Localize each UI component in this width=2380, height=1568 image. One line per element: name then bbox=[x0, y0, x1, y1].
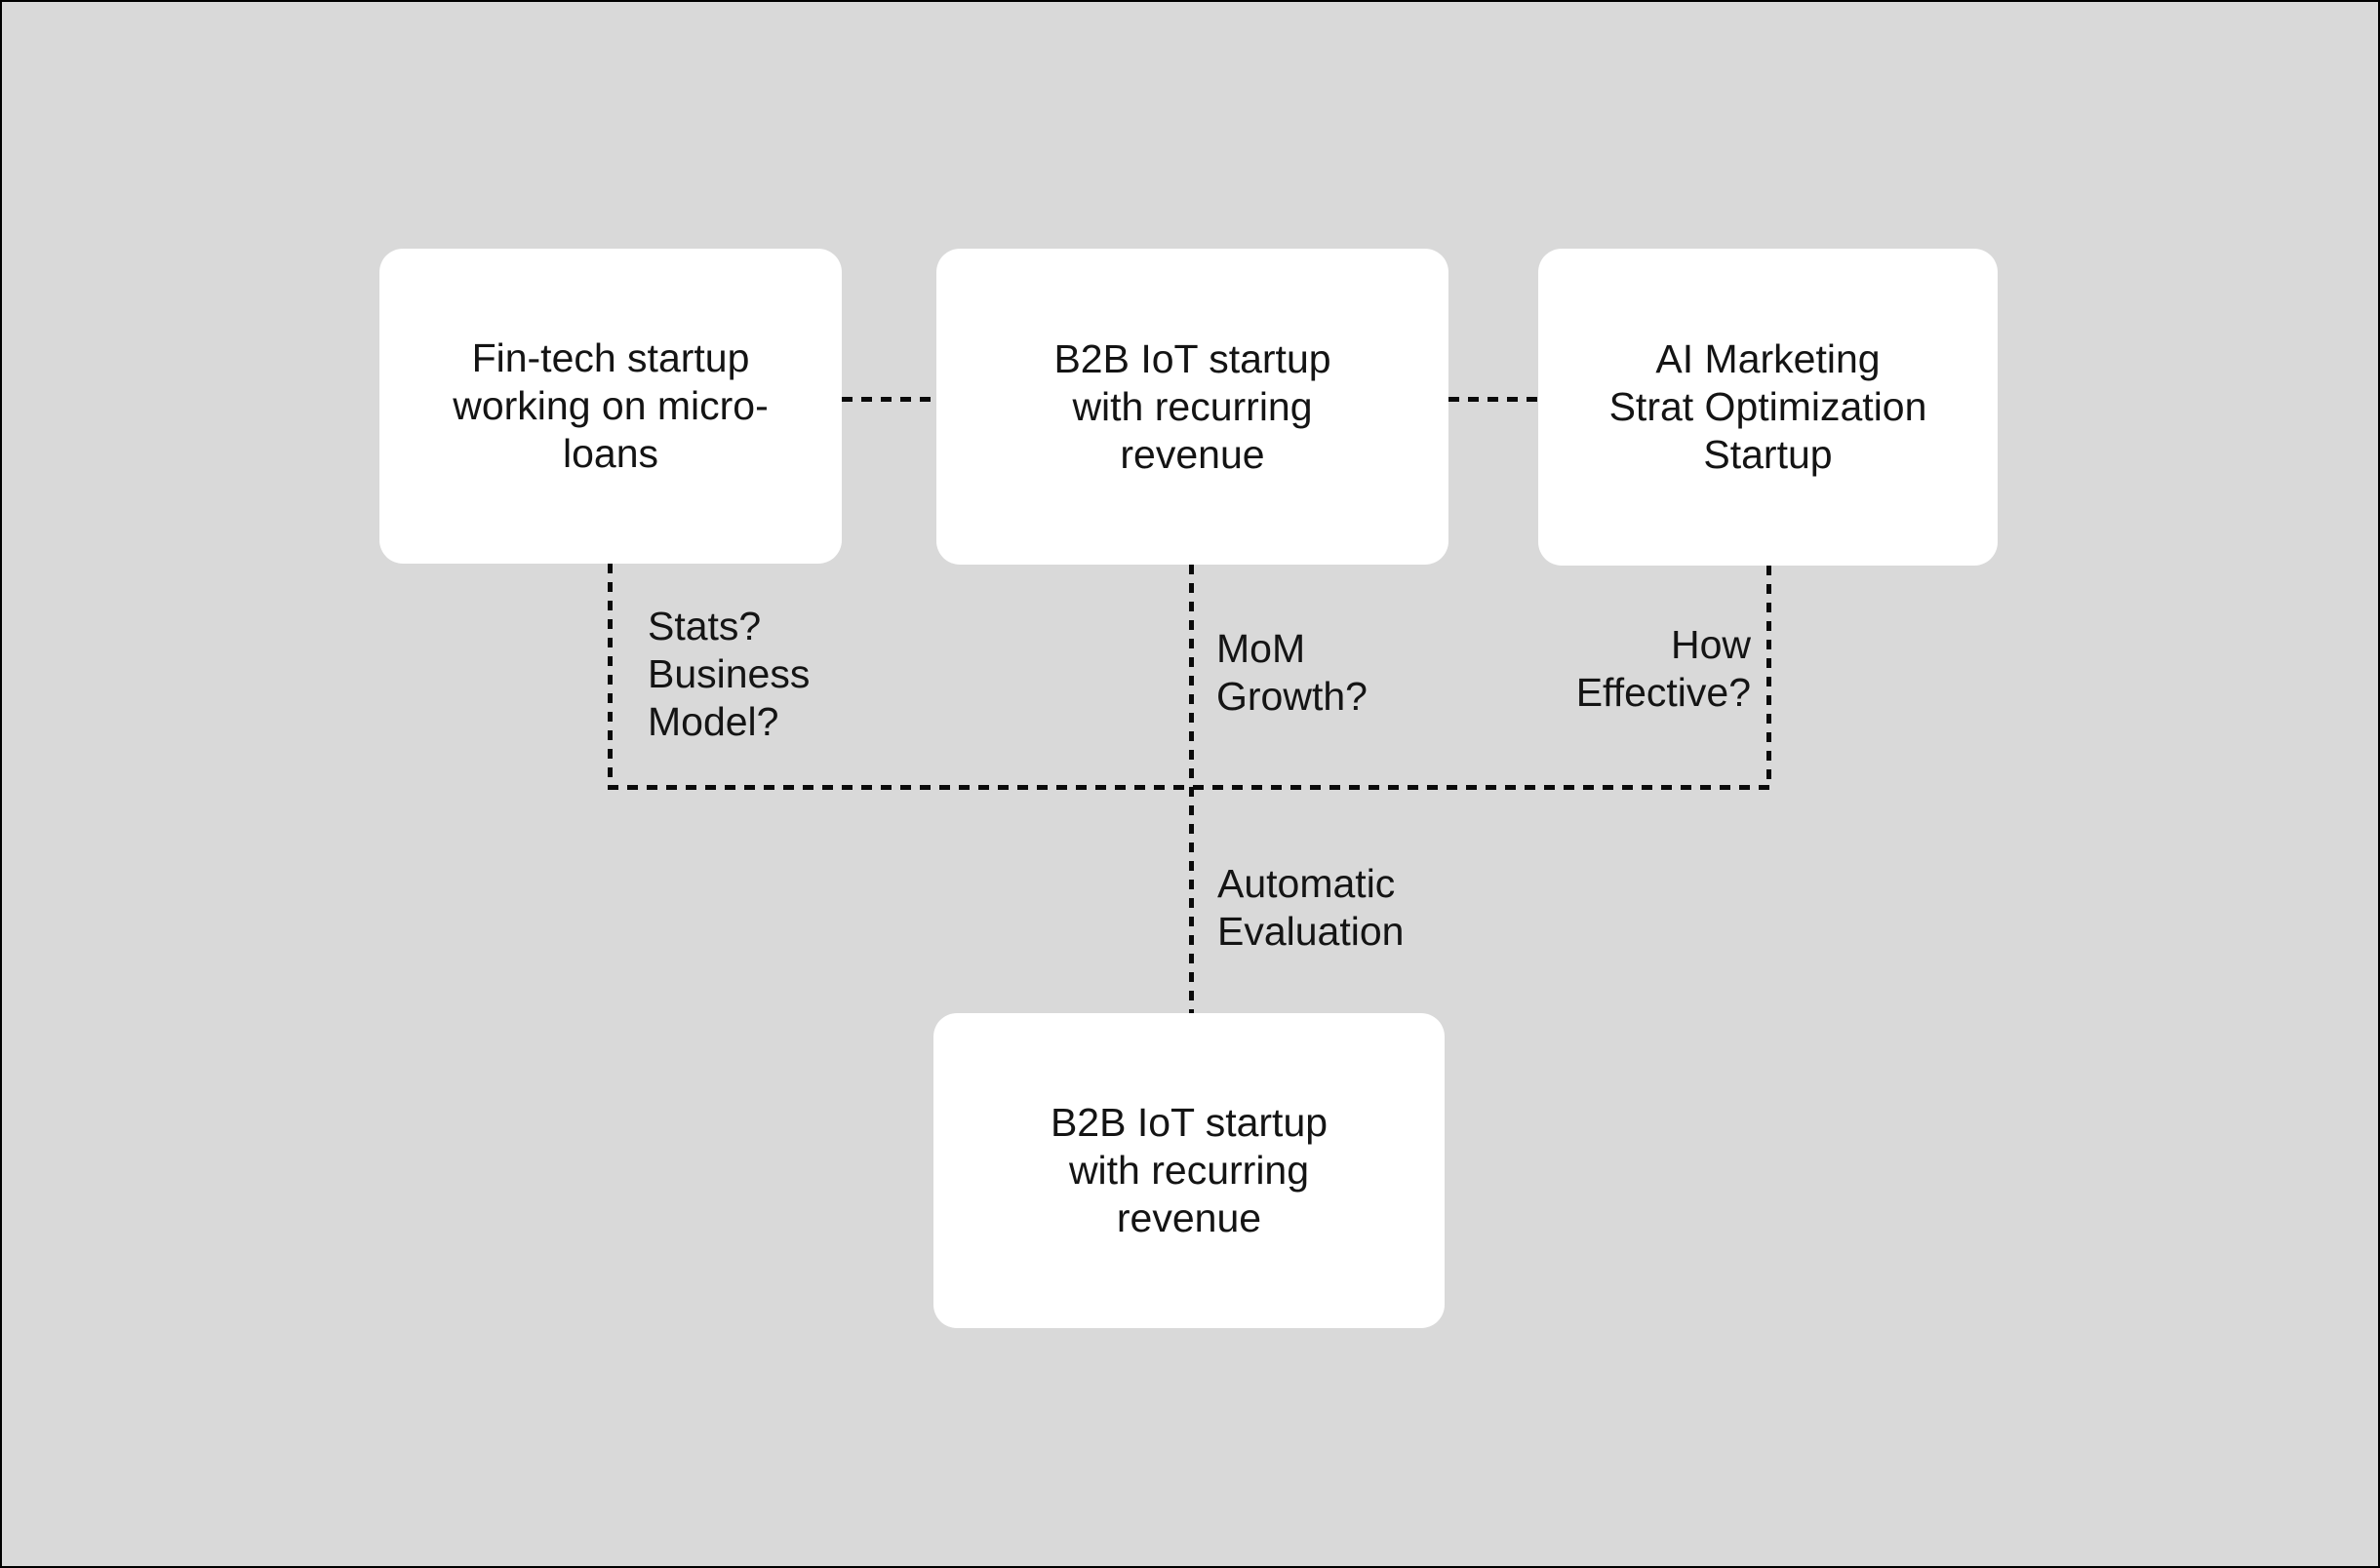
edge-label-mom-growth: MoM Growth? bbox=[1216, 626, 1368, 719]
node-ai-marketing-startup[interactable]: AI Marketing Strat Optimization Startup bbox=[1538, 249, 1998, 566]
node-fintech-startup[interactable]: Fin-tech startup working on micro- loans bbox=[379, 249, 842, 564]
edge-ai-down bbox=[1766, 566, 1771, 788]
edge-fintech-down bbox=[608, 564, 613, 788]
edge-label-how-effective: How Effective? bbox=[1575, 622, 1751, 715]
edge-label-stats-business-model: Stats? Business Model? bbox=[648, 604, 811, 744]
node-b2b-iot-result[interactable]: B2B IoT startup with recurring revenue bbox=[933, 1013, 1445, 1328]
edge-label-automatic-evaluation: Automatic Evaluation bbox=[1217, 861, 1405, 954]
edge-fintech-to-b2b bbox=[842, 397, 936, 402]
edge-junction-bar bbox=[608, 785, 1772, 790]
edge-b2b-to-ai bbox=[1448, 397, 1538, 402]
node-b2b-iot-startup[interactable]: B2B IoT startup with recurring revenue bbox=[936, 249, 1448, 565]
